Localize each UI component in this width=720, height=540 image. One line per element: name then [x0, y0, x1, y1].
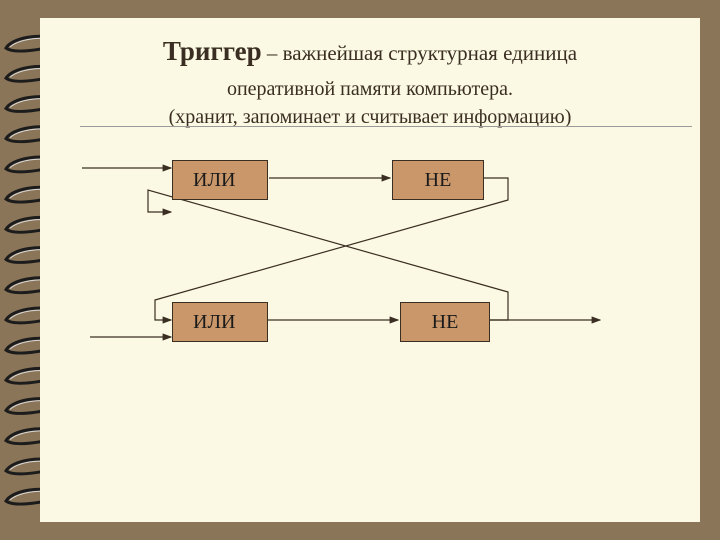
gate-label: НЕ	[424, 168, 452, 191]
gate-label: ИЛИ	[193, 310, 236, 333]
gate-label: НЕ	[431, 310, 459, 333]
title-dash: –	[266, 41, 278, 65]
gate-not-bottom: НЕ	[400, 302, 490, 342]
title-line-3: (хранит, запоминает и считывает информац…	[168, 106, 572, 128]
title-line-2: оперативной памяти компьютера.	[226, 78, 514, 100]
title-divider	[80, 126, 692, 127]
slide-page	[40, 18, 700, 522]
gate-not-top: НЕ	[392, 160, 484, 200]
wire-not-bottom-feedback	[147, 189, 509, 321]
gate-label: ИЛИ	[193, 168, 236, 191]
title-rest: важнейшая структурная единица	[282, 41, 578, 65]
slide-title: Триггер – важнейшая структурная единица	[40, 36, 700, 67]
gate-or-bottom: ИЛИ	[172, 302, 268, 342]
title-term: Триггер	[162, 36, 262, 66]
gate-or-top: ИЛИ	[172, 160, 268, 200]
wire-not-top-feedback	[154, 177, 509, 324]
